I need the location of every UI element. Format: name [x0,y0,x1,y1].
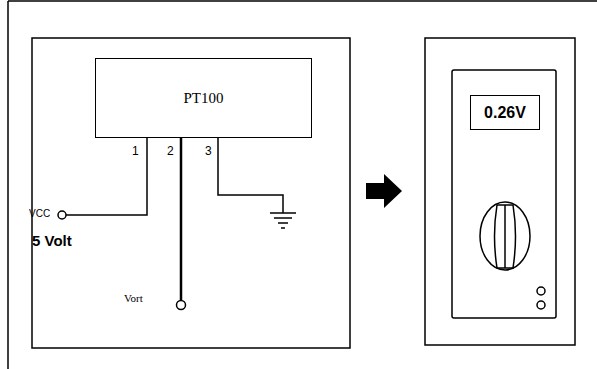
meter-display: 0.26V [470,95,540,130]
pin-number: 1 [132,144,139,158]
node-text: PT100 [183,90,223,107]
ground-symbol [274,217,292,219]
meter-body [452,70,556,318]
probe-jack [537,301,545,309]
ground-symbol [278,222,288,224]
dial-pointer [504,205,506,268]
ground-symbol [270,212,296,214]
signal-name: Vort [124,292,143,304]
vout-wire [180,138,183,300]
flow-arrow [366,174,402,208]
outer-frame [8,0,597,2]
ground-wire [218,138,283,213]
probe-jack [537,287,545,295]
dial-knob [495,205,516,268]
outer-frame [7,1,9,369]
vcc-terminal [58,211,66,219]
node-text: 0.26V [484,104,526,122]
vout-terminal [177,301,186,310]
left-panel [32,38,350,348]
meter-dial [480,202,530,270]
vcc-wire [66,138,147,215]
pin-number: 3 [205,144,212,158]
pin-number: 2 [167,144,174,158]
supply-voltage: 5 Volt [32,232,72,249]
right-panel [425,38,575,345]
sensor-box: PT100 [95,58,312,138]
signal-name: VCC [29,208,50,219]
ground-symbol [281,227,285,229]
